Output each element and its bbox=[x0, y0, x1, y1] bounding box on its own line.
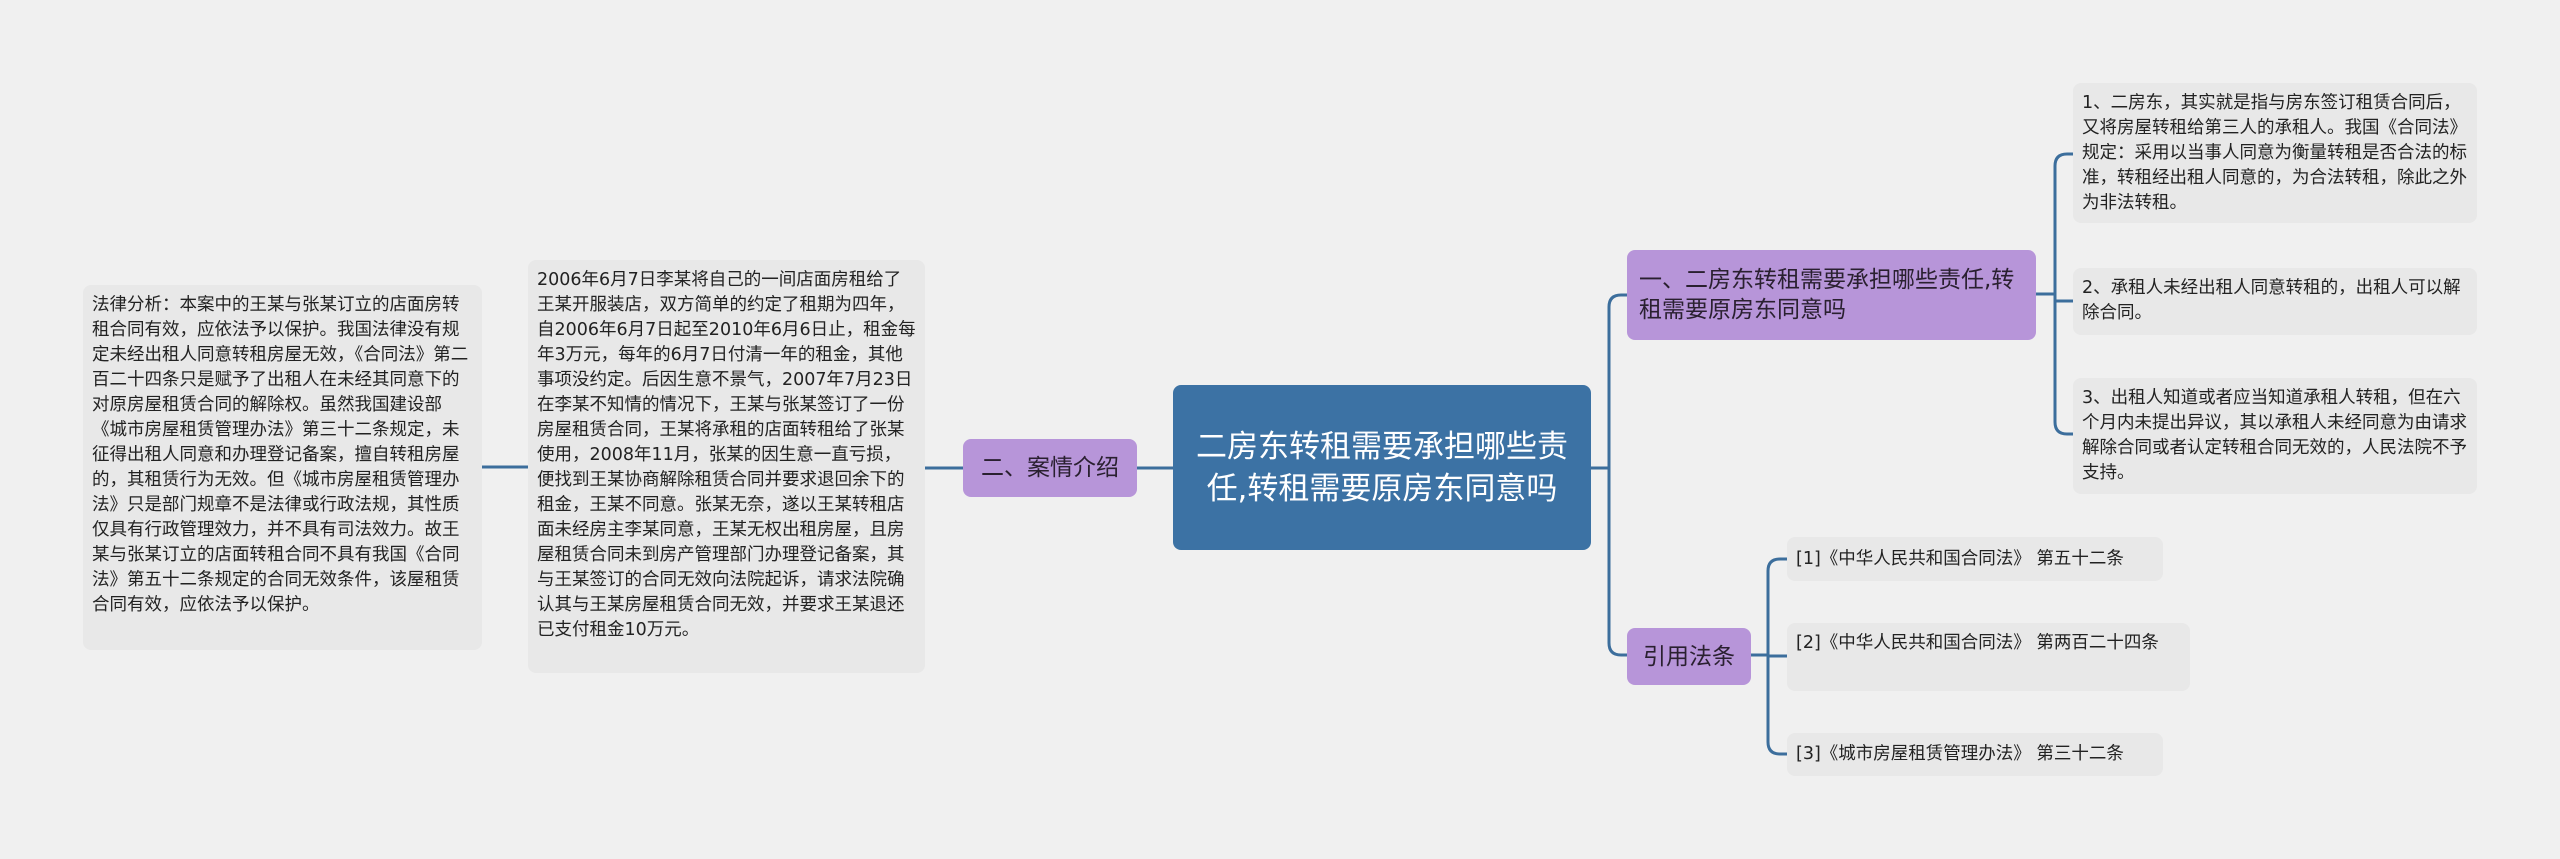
branch-references[interactable]: 引用法条 bbox=[1627, 628, 1751, 685]
reference-item-1[interactable]: [1]《中华人民共和国合同法》 第五十二条 bbox=[1787, 537, 2163, 581]
branch-responsibility-label: 一、二房东转租需要承担哪些责任,转租需要原房东同意吗 bbox=[1639, 267, 2015, 323]
reference-item-1-text: [1]《中华人民共和国合同法》 第五十二条 bbox=[1796, 548, 2124, 569]
responsibility-item-2[interactable]: 2、承租人未经出租人同意转租的，出租人可以解除合同。 bbox=[2073, 268, 2477, 335]
responsibility-item-1-text: 1、二房东，其实就是指与房东签订租赁合同后，又将房屋转租给第三人的承租人。我国《… bbox=[2082, 93, 2467, 213]
responsibility-item-3-text: 3、出租人知道或者应当知道承租人转租，但在六个月内未提出异议，其以承租人未经同意… bbox=[2082, 388, 2467, 483]
responsibility-item-2-text: 2、承租人未经出租人同意转租的，出租人可以解除合同。 bbox=[2082, 278, 2461, 323]
case-description-text: 2006年6月7日李某将自己的一间店面房租给了王某开服装店，双方简单的约定了租期… bbox=[537, 270, 916, 640]
responsibility-item-1[interactable]: 1、二房东，其实就是指与房东签订租赁合同后，又将房屋转租给第三人的承租人。我国《… bbox=[2073, 83, 2477, 223]
root-topic[interactable]: 二房东转租需要承担哪些责任,转租需要原房东同意吗 bbox=[1173, 385, 1591, 550]
legal-analysis-text: 法律分析：本案中的王某与张某订立的店面房转租合同有效，应依法予以保护。我国法律没… bbox=[92, 295, 469, 615]
legal-analysis[interactable]: 法律分析：本案中的王某与张某订立的店面房转租合同有效，应依法予以保护。我国法律没… bbox=[83, 285, 482, 650]
reference-item-2[interactable]: [2]《中华人民共和国合同法》 第两百二十四条 bbox=[1787, 623, 2190, 691]
branch-references-label: 引用法条 bbox=[1643, 643, 1735, 670]
reference-item-3[interactable]: [3]《城市房屋租赁管理办法》 第三十二条 bbox=[1787, 733, 2163, 776]
reference-item-2-text: [2]《中华人民共和国合同法》 第两百二十四条 bbox=[1796, 633, 2159, 653]
root-topic-text: 二房东转租需要承担哪些责任,转租需要原房东同意吗 bbox=[1196, 428, 1568, 507]
case-description[interactable]: 2006年6月7日李某将自己的一间店面房租给了王某开服装店，双方简单的约定了租期… bbox=[528, 260, 925, 673]
reference-item-3-text: [3]《城市房屋租赁管理办法》 第三十二条 bbox=[1796, 744, 2124, 764]
branch-case-intro[interactable]: 二、案情介绍 bbox=[963, 439, 1137, 497]
branch-responsibility[interactable]: 一、二房东转租需要承担哪些责任,转租需要原房东同意吗 bbox=[1627, 250, 2036, 340]
responsibility-item-3[interactable]: 3、出租人知道或者应当知道承租人转租，但在六个月内未提出异议，其以承租人未经同意… bbox=[2073, 378, 2477, 494]
branch-case-intro-label: 二、案情介绍 bbox=[981, 455, 1119, 481]
